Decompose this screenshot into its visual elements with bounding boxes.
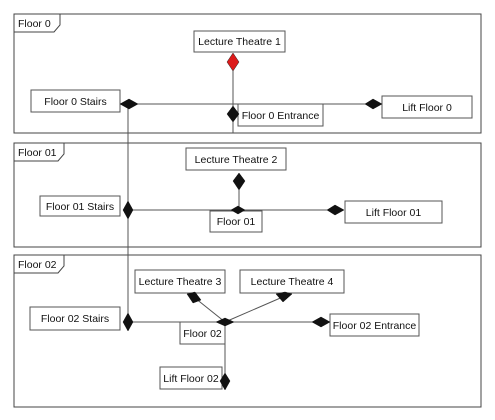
lecture3-diamond-icon: [186, 291, 202, 304]
floor0-entrance-diamond-icon: [226, 105, 240, 123]
svg-text:Floor 01 Stairs: Floor 01 Stairs: [46, 201, 114, 213]
floor02-diamond-icon: [215, 317, 235, 327]
svg-text:Lift Floor 0: Lift Floor 0: [402, 102, 452, 114]
svg-text:Lift Floor 02: Lift Floor 02: [163, 373, 219, 385]
floor-0-label: Floor 0: [18, 18, 51, 30]
lecture1-diamond-icon: [226, 52, 240, 72]
floor01-stairs-diamond-icon: [122, 200, 134, 220]
svg-text:Floor 01: Floor 01: [217, 216, 256, 228]
node-lecture-theatre-4: Lecture Theatre 4: [239, 269, 345, 294]
lecture2-diamond-icon: [232, 172, 246, 191]
svg-text:Lecture Theatre 3: Lecture Theatre 3: [139, 276, 222, 288]
node-lecture-theatre-1: Lecture Theatre 1: [193, 30, 286, 53]
floor-02-label: Floor 02: [18, 259, 57, 271]
svg-text:Lecture Theatre 1: Lecture Theatre 1: [198, 36, 281, 48]
lecture4-diamond-icon: [275, 291, 293, 303]
floor0-stairs-diamond-icon: [119, 98, 139, 110]
node-floor0-entrance: Floor 0 Entrance: [237, 103, 324, 127]
floor01-diamond-icon: [230, 205, 246, 215]
node-lecture-theatre-3: Lecture Theatre 3: [134, 269, 226, 294]
svg-text:Lecture Theatre 2: Lecture Theatre 2: [195, 154, 278, 166]
floor02-stairs-diamond-icon: [122, 312, 134, 332]
node-floor02-stairs: Floor 02 Stairs: [29, 306, 121, 331]
svg-text:Floor 0 Entrance: Floor 0 Entrance: [242, 110, 320, 122]
diamond-markers: [119, 52, 383, 391]
node-floor02-entrance: Floor 02 Entrance: [329, 313, 420, 337]
svg-text:Floor 0 Stairs: Floor 0 Stairs: [44, 96, 106, 108]
node-lift-floor01: Lift Floor 01: [344, 200, 443, 224]
node-floor01-stairs: Floor 01 Stairs: [39, 195, 121, 217]
floor-01-label: Floor 01: [18, 147, 57, 159]
svg-text:Lecture Theatre 4: Lecture Theatre 4: [251, 276, 334, 288]
svg-text:Floor 02: Floor 02: [183, 328, 222, 340]
node-lift-floor02: Lift Floor 02: [159, 366, 223, 390]
lift-floor0-diamond-icon: [364, 98, 383, 110]
node-floor0-stairs: Floor 0 Stairs: [30, 89, 121, 113]
node-lecture-theatre-2: Lecture Theatre 2: [185, 147, 287, 171]
lift-floor01-diamond-icon: [326, 204, 345, 216]
lecture3-line: [194, 297, 226, 323]
svg-text:Floor 02 Entrance: Floor 02 Entrance: [333, 320, 417, 332]
lecture4-line: [224, 295, 286, 323]
node-lift-floor0: Lift Floor 0: [381, 95, 473, 119]
svg-text:Lift Floor 01: Lift Floor 01: [366, 207, 422, 219]
svg-text:Floor 02 Stairs: Floor 02 Stairs: [41, 313, 109, 325]
node-floor02: Floor 02: [179, 321, 226, 345]
node-floor01: Floor 01: [209, 210, 263, 233]
floor02-entrance-diamond-icon: [311, 316, 331, 328]
lift-floor02-diamond-icon: [219, 372, 231, 391]
